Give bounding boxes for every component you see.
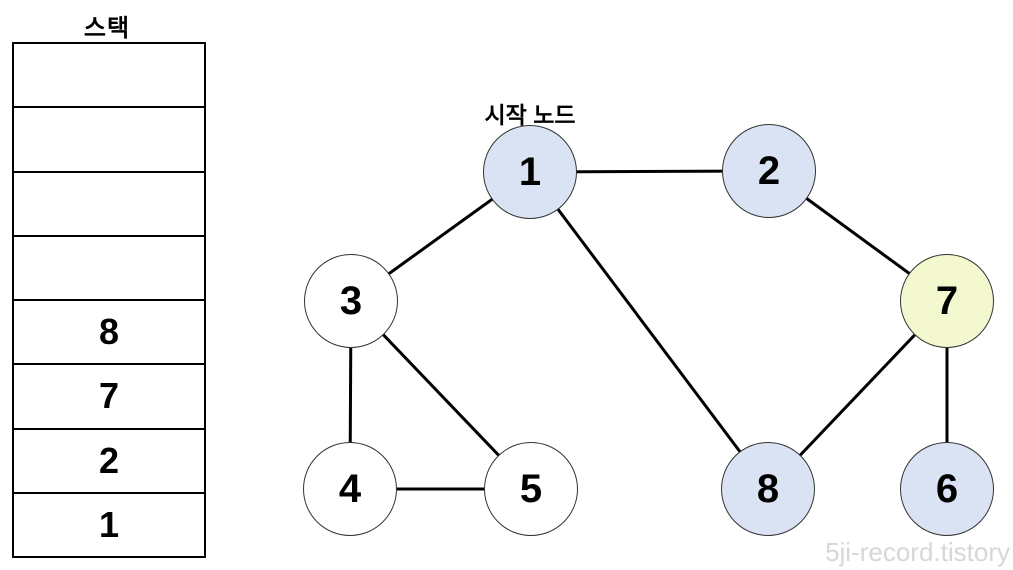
start-node-label: 시작 노드 (484, 102, 576, 128)
stack-cell-5 (14, 173, 204, 237)
graph-node-2: 2 (722, 124, 816, 218)
graph-node-4: 4 (303, 442, 397, 536)
graph-node-5: 5 (484, 442, 578, 536)
stack: 8 7 2 1 (12, 42, 206, 558)
stack-cell-6 (14, 108, 204, 173)
graph-node-1: 1 (483, 125, 577, 219)
graph-node-6: 6 (900, 442, 994, 536)
graph-node-7: 7 (900, 254, 994, 348)
graph-node-8: 8 (721, 442, 815, 536)
stack-cell-3: 8 (14, 301, 204, 366)
graph-node-3: 3 (304, 254, 398, 348)
stack-cell-4 (14, 237, 204, 301)
graph-edge-1-8 (528, 171, 770, 490)
stack-cell-2: 7 (14, 365, 204, 430)
stack-title: 스택 (83, 15, 131, 42)
watermark: 5ji-record.tistory (825, 537, 1010, 567)
stack-cell-7 (14, 44, 204, 109)
stack-cell-0: 1 (98, 503, 120, 545)
stack-cell-1: 2 (14, 430, 204, 494)
